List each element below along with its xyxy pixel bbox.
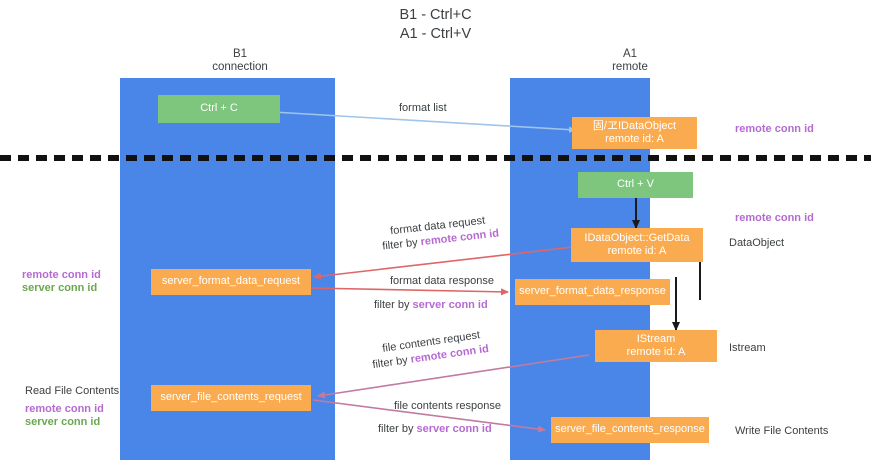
filter-prefix: filter by [374, 299, 413, 311]
box-ctrl-c-label: Ctrl + C [200, 102, 238, 115]
box-getdata-line2: remote id: A [607, 245, 667, 257]
edge-label-format-data-response: format data response [390, 274, 494, 288]
annotation-istream: Istream [729, 341, 766, 355]
column-header-a1-sub: remote [612, 61, 648, 73]
annotation-text: Istream [729, 342, 766, 354]
filter-key-server-conn-id: server conn id [412, 299, 488, 311]
filter-prefix: filter by [381, 236, 422, 253]
box-idataobject-top-line2: remote id: A [605, 133, 664, 145]
annotation-text: server conn id [25, 416, 101, 428]
annotation-left-server-conn-id-bottom: server conn id [25, 415, 100, 429]
annotation-left-remote-conn-id-mid: remote conn id [22, 268, 101, 282]
filter-prefix: filter by [378, 423, 417, 435]
title-line-1: B1 - Ctrl+C [399, 7, 472, 23]
box-server-format-data-response-label: server_format_data_response [519, 285, 666, 298]
edge-label-file-contents-response: file contents response [394, 399, 501, 413]
box-server-format-data-response[interactable]: server_format_data_response [515, 279, 670, 305]
box-server-format-data-request[interactable]: server_format_data_request [151, 269, 311, 295]
column-header-a1-name: A1 [622, 48, 638, 60]
annotation-text: remote conn id [25, 403, 104, 415]
filter-key-server-conn-id: server conn id [416, 423, 492, 435]
box-istream-line2: remote id: A [626, 346, 686, 358]
column-header-b1-sub: connection [212, 61, 268, 73]
edge-label-format-data-response-text: format data response [390, 275, 494, 287]
column-header-a1: A1 remote [545, 48, 715, 74]
column-header-b1-name: B1 [232, 48, 248, 60]
box-ctrl-v-label: Ctrl + V [617, 178, 654, 191]
annotation-write-file-contents: Write File Contents [735, 424, 828, 438]
annotation-left-remote-conn-id-bottom: remote conn id [25, 402, 104, 416]
box-getdata-line1: IDataObject::GetData [584, 231, 690, 244]
annotation-right-remote-conn-id-mid: remote conn id [735, 211, 814, 225]
annotation-text: remote conn id [735, 123, 814, 135]
box-ctrl-c[interactable]: Ctrl + C [158, 95, 280, 123]
box-server-file-contents-response[interactable]: server_file_contents_response [551, 417, 709, 443]
edge-label-format-list-text: format list [399, 102, 447, 114]
box-ctrl-v[interactable]: Ctrl + V [578, 172, 693, 198]
title-line-2: A1 - Ctrl+V [399, 26, 472, 42]
annotation-text: DataObject [729, 237, 785, 249]
annotation-text: Write File Contents [735, 425, 829, 437]
annotation-dataobject: DataObject [729, 236, 784, 250]
annotation-read-file-contents: Read File Contents [25, 384, 119, 398]
annotation-text: remote conn id [22, 269, 101, 281]
box-server-file-contents-response-label: server_file_contents_response [555, 423, 705, 436]
page-title: B1 - Ctrl+C A1 - Ctrl+V [0, 6, 871, 44]
annotation-text: remote conn id [735, 212, 814, 224]
edge-label-file-contents-response-text: file contents response [394, 400, 502, 412]
annotation-left-server-conn-id-mid: server conn id [22, 281, 97, 295]
box-server-format-data-request-label: server_format_data_request [161, 275, 301, 288]
section-divider [0, 155, 871, 161]
box-idataobject-getdata[interactable]: IDataObject::GetData remote id: A [571, 228, 703, 262]
box-istream-line1: IStream [636, 332, 676, 345]
box-istream[interactable]: IStream remote id: A [595, 330, 717, 362]
annotation-text: Read File Contents [25, 385, 120, 397]
box-server-file-contents-request[interactable]: server_file_contents_request [151, 385, 311, 411]
edge-label-format-list: format list [399, 101, 447, 115]
box-server-file-contents-request-label: server_file_contents_request [160, 391, 302, 404]
edge-label-format-data-response-filter: filter by server conn id [374, 298, 488, 312]
box-idataobject-top[interactable]: 固/ヱIDataObject remote id: A [572, 117, 697, 149]
box-idataobject-top-line1: 固/ヱIDataObject [592, 119, 677, 132]
column-header-b1: B1 connection [155, 48, 325, 74]
filter-prefix: filter by [371, 353, 412, 372]
annotation-text: server conn id [22, 282, 98, 294]
arrow-format-data-response [310, 287, 509, 296]
edge-label-file-contents-response-filter: filter by server conn id [378, 422, 492, 436]
annotation-right-remote-conn-id-top: remote conn id [735, 122, 814, 136]
